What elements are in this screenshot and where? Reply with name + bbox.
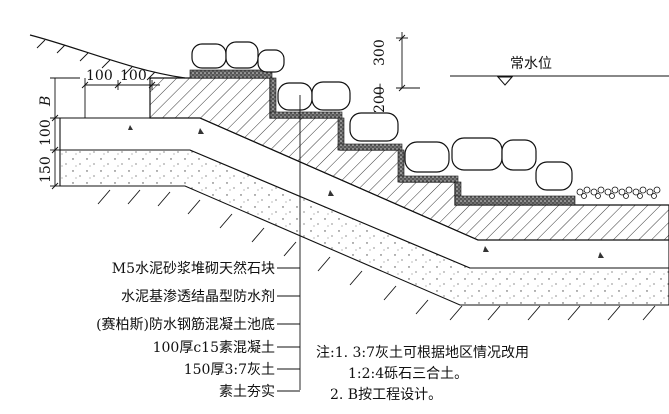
note-line-1: 注:1. 3:7灰土可根据地区情况改用	[316, 345, 529, 361]
layer-label-stone: M5水泥砂浆堆砌天然石块	[112, 260, 275, 277]
layer-label-lime-soil: 150厚3:7灰土	[184, 362, 275, 378]
dim-stone-dash: —	[372, 83, 388, 97]
gravel	[576, 186, 661, 199]
layer-label-rc-floor: (赛柏斯)防水钢筋混凝土池底	[96, 316, 275, 333]
note-line-3: 2. B按工程设计。	[330, 387, 442, 403]
left-dimension	[50, 77, 85, 190]
dim-top-right: 100	[120, 68, 147, 84]
water-level-label: 常水位	[510, 56, 552, 72]
compacted-soil	[97, 189, 656, 321]
layer-label-waterproof-agent: 水泥基渗透结晶型防水剂	[121, 288, 275, 305]
layer-label-c15: 100厚c15素混凝土	[153, 340, 275, 356]
top-dimension	[81, 78, 160, 118]
c15-concrete-marks	[128, 125, 604, 258]
dim-stone-bottom: 200	[372, 86, 388, 113]
mortar-bed	[189, 69, 576, 206]
layer-label-soil: 素土夯实	[219, 384, 275, 400]
note-line-2: 1:2:4砾石三合土。	[348, 366, 468, 382]
natural-ground	[29, 34, 186, 81]
dim-stone-top: 300	[372, 39, 388, 66]
dim-top-left: 100	[86, 68, 113, 84]
water-level-marker: 常水位	[450, 56, 669, 86]
leader-lines	[277, 95, 301, 392]
stone-dimension	[396, 32, 420, 92]
dim-vert-lower: 150	[38, 156, 54, 183]
dim-b: B	[38, 96, 54, 107]
natural-stones	[191, 41, 573, 191]
dim-vert-upper: 100	[38, 119, 54, 146]
